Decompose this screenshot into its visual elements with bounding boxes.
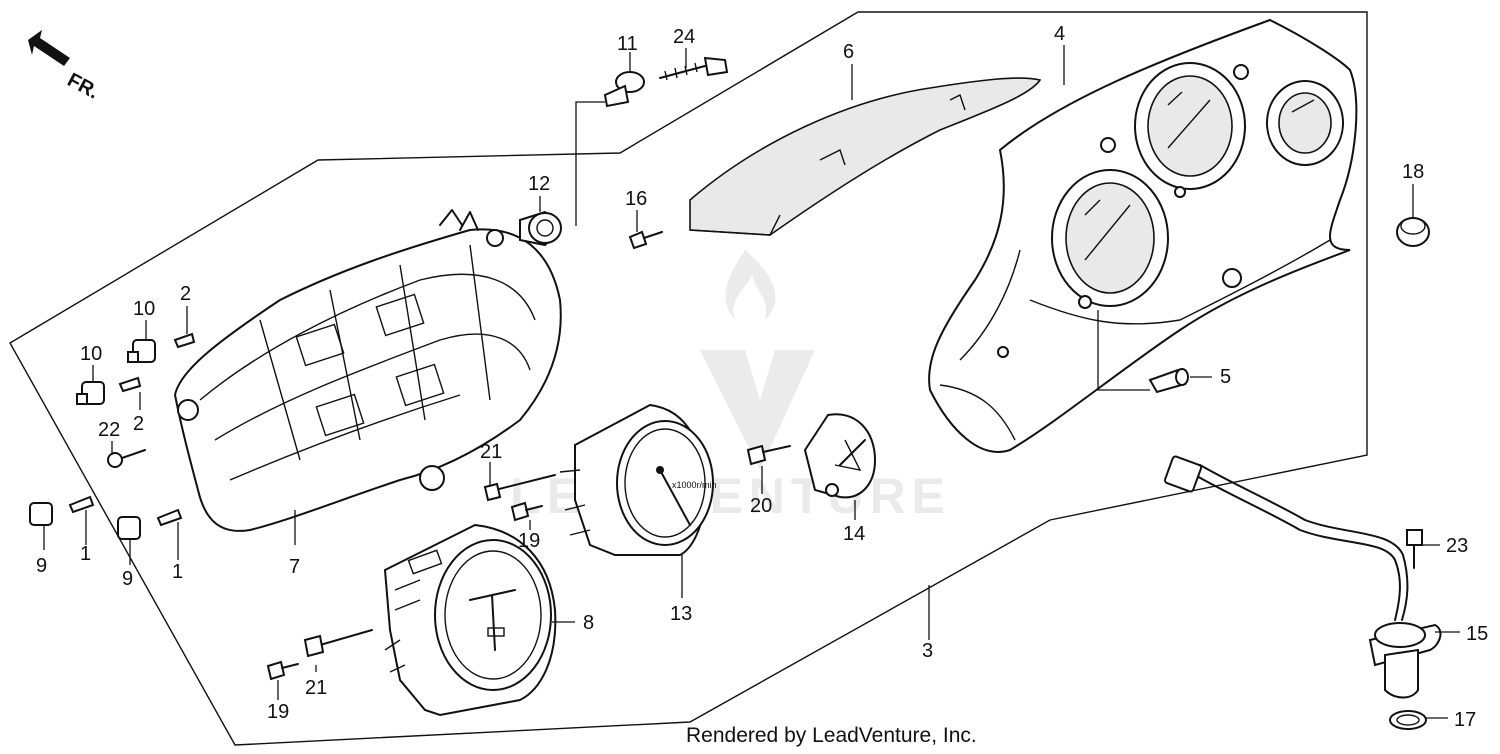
callout-20: 20 <box>750 495 772 517</box>
callout-2: 2 <box>180 283 191 305</box>
speed-sensor-part-15 <box>1163 455 1442 699</box>
leader-lines <box>43 45 1460 719</box>
assembly-boundary <box>9 11 1368 746</box>
fuel-gauge-part-14 <box>803 413 877 499</box>
callout-11: 11 <box>617 33 638 55</box>
svg-text:x1000r/min: x1000r/min <box>672 480 717 490</box>
speedometer-part-8 <box>383 523 557 717</box>
callout-2b: 2 <box>133 413 144 435</box>
callout-12: 12 <box>528 173 550 195</box>
tachometer-part-13: x1000r/min <box>559 403 717 556</box>
callout-21b: 21 <box>305 677 327 699</box>
callout-13: 13 <box>670 603 692 625</box>
callout-17: 17 <box>1454 709 1476 731</box>
callout-10: 10 <box>133 298 155 320</box>
callout-14: 14 <box>843 523 865 545</box>
callout-24: 24 <box>673 26 695 48</box>
meter-case-part-7 <box>173 209 562 532</box>
callout-1b: 1 <box>172 561 183 583</box>
meter-cover-part-4 <box>928 18 1358 453</box>
footer-credit: Rendered by LeadVenture, Inc. <box>686 724 977 747</box>
callout-19: 19 <box>518 530 540 552</box>
callout-15: 15 <box>1466 623 1488 645</box>
callout-21: 21 <box>480 441 502 463</box>
callout-7: 7 <box>289 556 300 578</box>
callout-23: 23 <box>1446 535 1468 557</box>
callout-labels: 11 24 6 4 12 16 18 2 10 10 2 22 5 21 19 … <box>36 23 1488 731</box>
callout-9: 9 <box>36 555 47 577</box>
small-parts <box>29 56 1430 730</box>
callout-9b: 9 <box>122 568 133 590</box>
callout-4: 4 <box>1054 23 1065 45</box>
direction-label: FR. <box>64 69 103 104</box>
visor-part-6 <box>689 77 1042 236</box>
callout-1: 1 <box>80 543 91 565</box>
callout-16: 16 <box>625 188 647 210</box>
callout-6: 6 <box>843 41 854 63</box>
callout-19b: 19 <box>267 701 289 723</box>
callout-22: 22 <box>98 419 120 441</box>
callout-3: 3 <box>922 640 933 662</box>
front-direction-arrow-icon: FR. <box>28 30 102 104</box>
callout-5: 5 <box>1220 366 1231 388</box>
callout-10b: 10 <box>80 343 102 365</box>
callout-8: 8 <box>583 612 594 634</box>
callout-18: 18 <box>1402 161 1424 183</box>
